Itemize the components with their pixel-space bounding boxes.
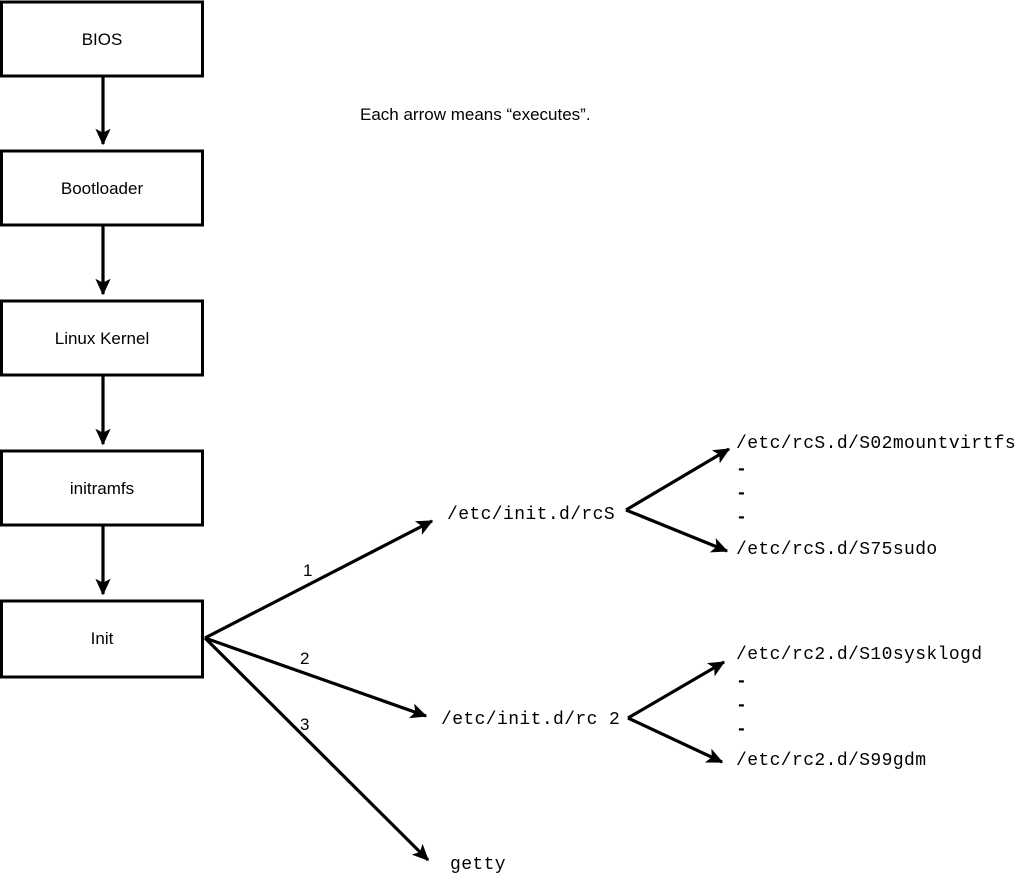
node-bootloader[interactable]: Bootloader (0, 149, 204, 227)
label-rc2-ellipsis-2: - (736, 696, 747, 716)
node-initramfs-label: initramfs (70, 479, 134, 498)
arrow-rc2-to-last-script (627, 716, 724, 764)
diagram-caption: Each arrow means “executes”. (360, 105, 591, 124)
node-linux-kernel-rect (0, 299, 204, 377)
label-etc-init-d-rcs: /etc/init.d/rcS (447, 505, 615, 525)
arrow-init-to-rc2 (204, 636, 428, 719)
label-rcs-ellipsis-2: - (736, 484, 747, 504)
node-initramfs[interactable]: initramfs (0, 449, 204, 527)
label-etc-init-d-rc-2: /etc/init.d/rc 2 (441, 710, 620, 730)
node-init-rect (0, 599, 204, 679)
branch-number-2: 2 (300, 649, 309, 668)
label-rc2-ellipsis-3: - (736, 720, 747, 740)
node-linux-kernel-label: Linux Kernel (55, 329, 150, 348)
node-bios-label: BIOS (82, 30, 123, 49)
branch-number-3: 3 (300, 715, 309, 734)
node-initramfs-rect (0, 449, 204, 527)
branch-number-1: 1 (303, 561, 312, 580)
node-bootloader-label: Bootloader (61, 179, 144, 198)
arrow-rcs-to-last-script (625, 508, 729, 553)
node-linux-kernel[interactable]: Linux Kernel (0, 299, 204, 377)
label-rcs-first-script: /etc/rcS.d/S02mountvirtfs (736, 434, 1016, 454)
node-bios[interactable]: BIOS (0, 0, 204, 78)
label-rc2-ellipsis-1: - (736, 672, 747, 692)
node-bootloader-rect (0, 149, 204, 227)
node-bios-rect (0, 0, 204, 78)
label-rcs-ellipsis-3: - (736, 508, 747, 528)
label-rcs-ellipsis-1: - (736, 460, 747, 480)
arrow-init-to-rcs (204, 519, 434, 640)
arrow-rc2-to-first-script (627, 660, 726, 720)
arrow-init-to-getty (203, 636, 430, 862)
label-rc2-first-script: /etc/rc2.d/S10sysklogd (736, 645, 982, 665)
node-init[interactable]: Init (0, 599, 204, 679)
label-rc2-last-script: /etc/rc2.d/S99gdm (736, 751, 926, 771)
label-getty: getty (450, 855, 506, 875)
arrow-rcs-to-first-script (625, 447, 731, 512)
node-init-label: Init (91, 629, 114, 648)
label-rcs-last-script: /etc/rcS.d/S75sudo (736, 540, 938, 560)
